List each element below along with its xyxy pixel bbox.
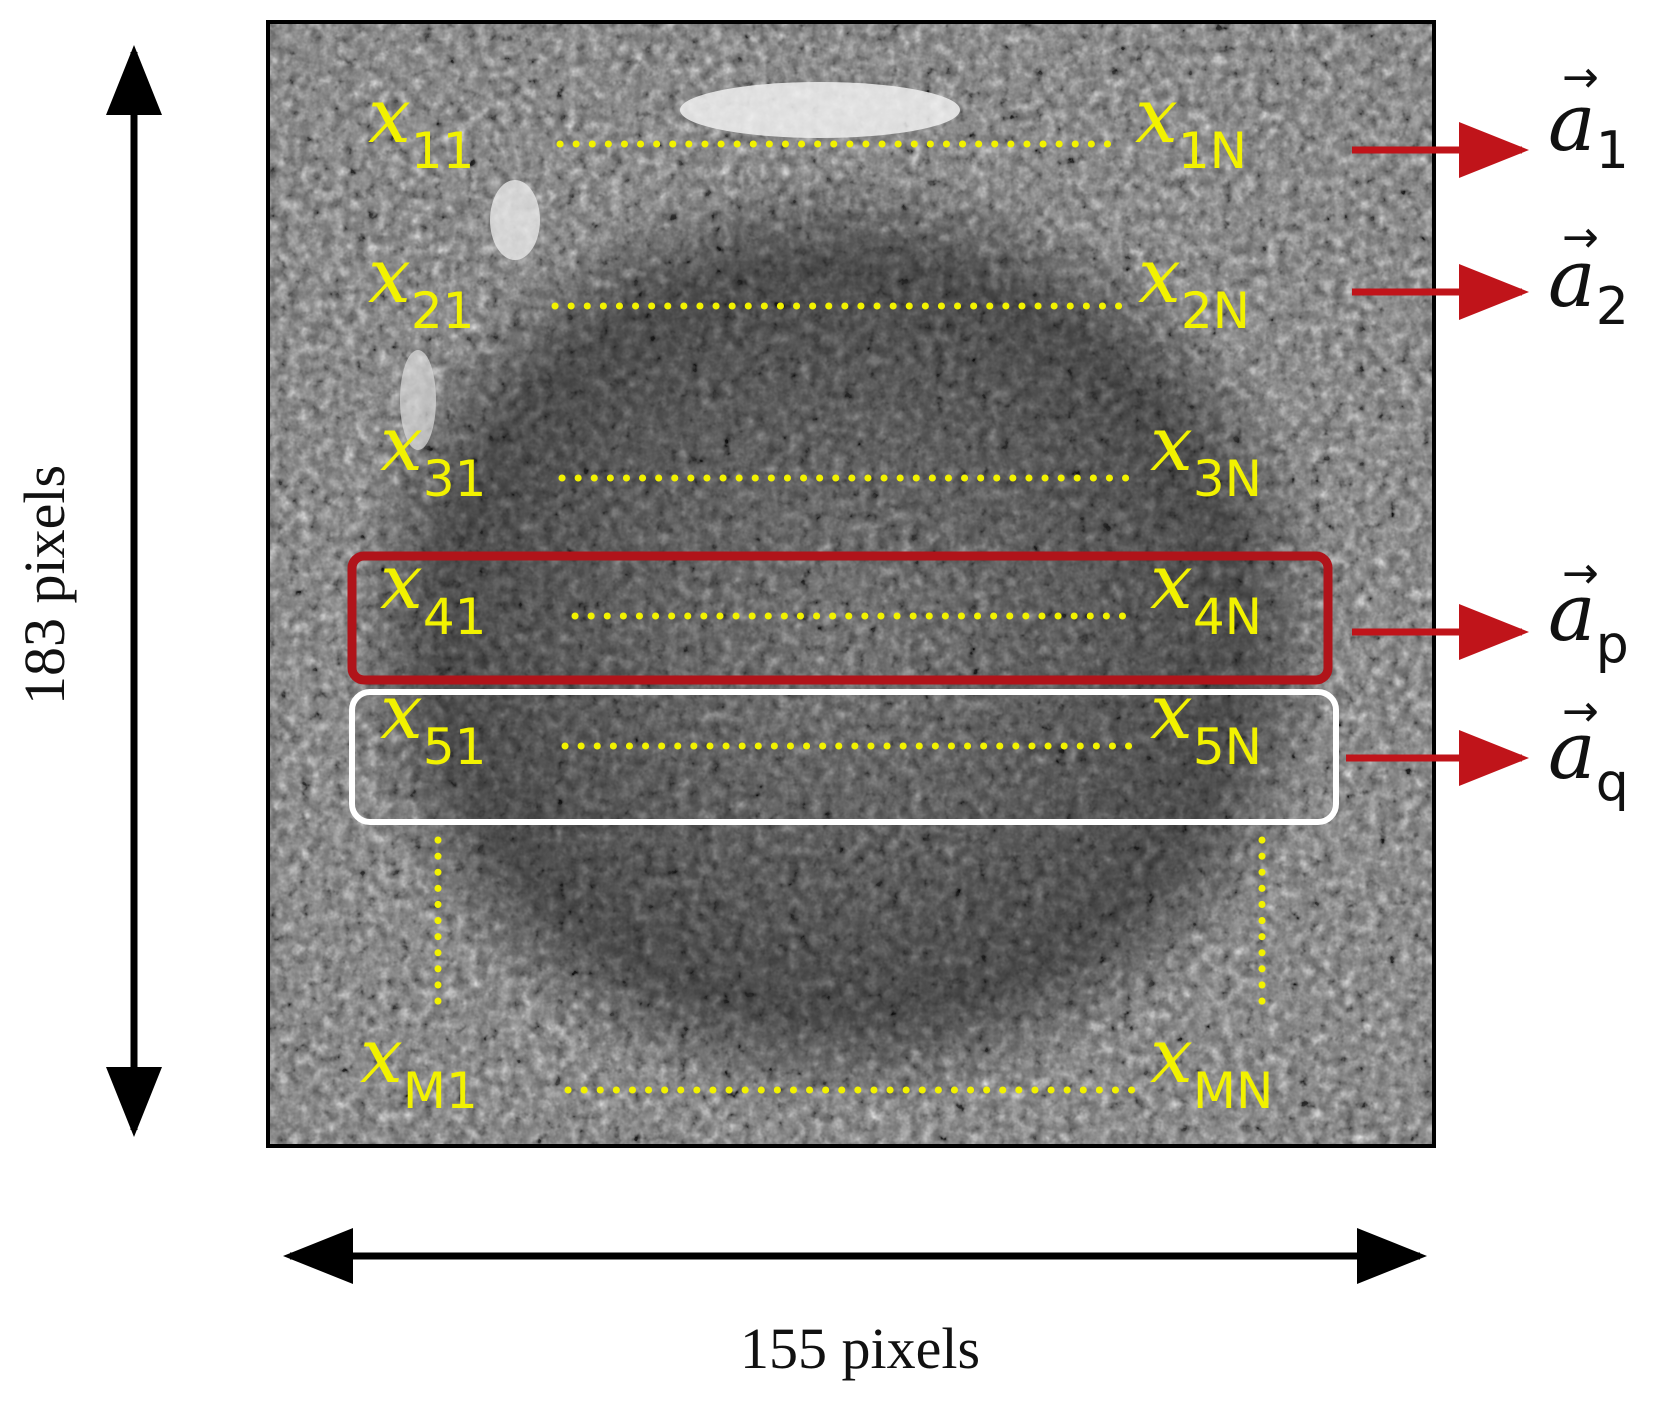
label-xM1: xM1 xyxy=(360,1011,478,1120)
width-dimension-label: 155 pixels xyxy=(740,1316,980,1381)
highlight-row-p xyxy=(347,551,1333,685)
height-dimension-label: 183 pixels xyxy=(12,465,77,705)
svg-text:→: → xyxy=(1562,212,1599,263)
label-x51: x51 xyxy=(380,667,487,776)
label-x3N: x3N xyxy=(1150,399,1262,508)
label-xMN: xMN xyxy=(1150,1011,1273,1120)
svg-text:a1: a1 xyxy=(1548,76,1629,181)
label-x5N: x5N xyxy=(1150,667,1262,776)
row-vector-labels: → a1 → a2 → ap → aq xyxy=(1548,52,1629,813)
svg-text:→: → xyxy=(1562,548,1599,599)
vector-a2: → a2 xyxy=(1548,212,1629,337)
vector-ap: → ap xyxy=(1548,548,1629,675)
label-x41: x41 xyxy=(380,537,487,646)
label-x4N: x4N xyxy=(1150,537,1262,646)
element-labels: x11 x1N x21 x2N x31 x3N x41 x4N x51 x5N … xyxy=(360,71,1273,1120)
label-x11: x11 xyxy=(368,71,475,180)
label-x1N: x1N xyxy=(1135,71,1247,180)
highlight-row-q xyxy=(349,689,1339,825)
vector-aq: → aq xyxy=(1548,686,1629,813)
svg-text:→: → xyxy=(1562,686,1599,737)
row-vector-arrows xyxy=(1346,122,1529,786)
label-x21: x21 xyxy=(368,231,475,340)
grayscale-image-panel xyxy=(266,20,1436,1148)
svg-text:a2: a2 xyxy=(1548,232,1629,337)
row-dot-lines xyxy=(434,140,1266,1094)
label-x31: x31 xyxy=(380,399,487,508)
svg-text:ap: ap xyxy=(1548,566,1629,675)
svg-text:aq: aq xyxy=(1548,704,1629,813)
label-x2N: x2N xyxy=(1138,231,1250,340)
svg-text:→: → xyxy=(1562,52,1599,103)
vector-a1: → a1 xyxy=(1548,52,1629,181)
